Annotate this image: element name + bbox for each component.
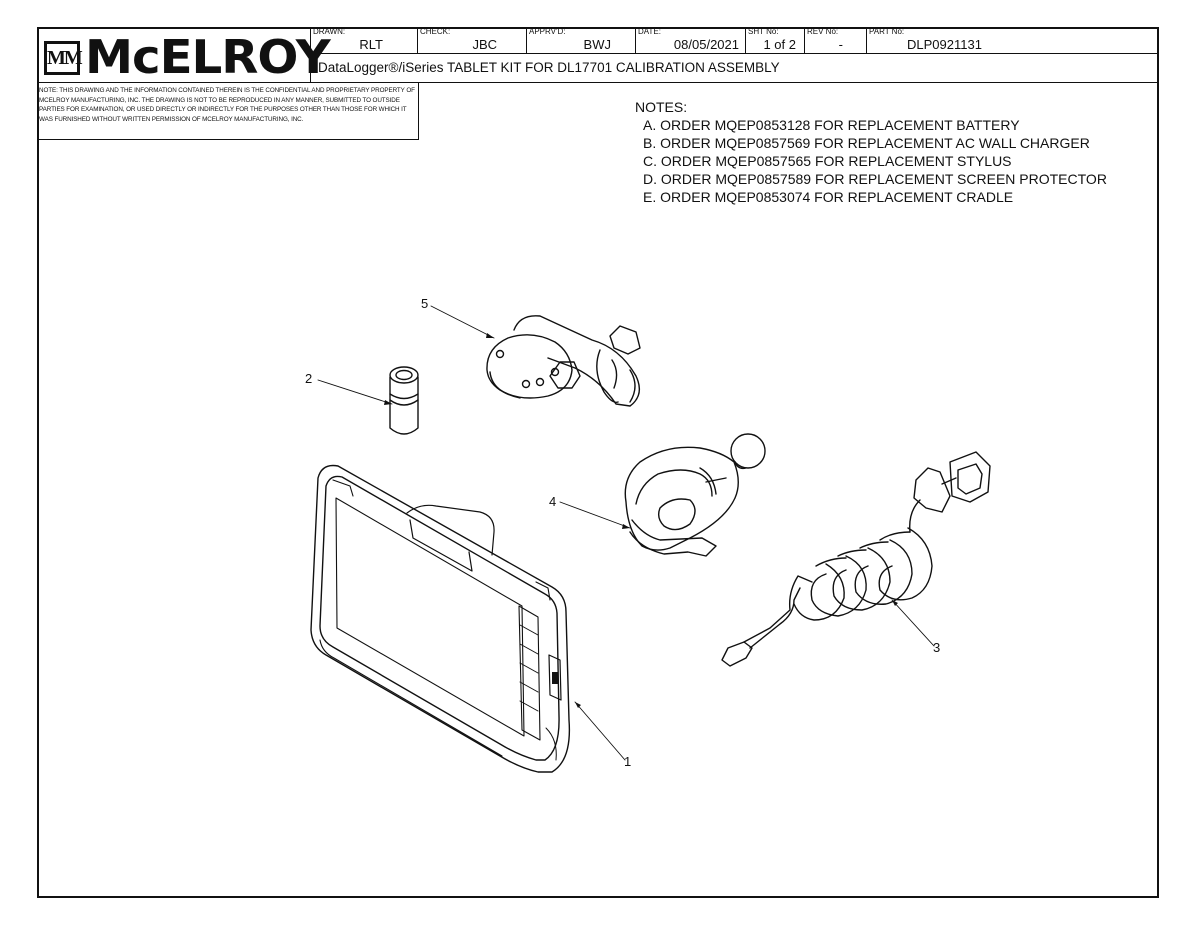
leader-lines xyxy=(317,305,935,761)
revision-field: REV No: - xyxy=(805,27,867,54)
callout-5: 5 xyxy=(421,296,428,311)
notes-list: A. ORDER MQEP0853128 FOR REPLACEMENT BAT… xyxy=(635,116,1107,206)
revision-value: - xyxy=(838,37,843,52)
note-item: B. ORDER MQEP0857569 FOR REPLACEMENT AC … xyxy=(643,135,1090,151)
company-logo: MM McELROY xyxy=(37,27,331,83)
adapter-part xyxy=(389,366,419,435)
check-field: CHECK: JBC xyxy=(418,27,527,54)
drawn-field: DRAWN: RLT xyxy=(311,27,418,54)
approved-value: BWJ xyxy=(583,37,611,52)
approved-label: APPRV'D: xyxy=(529,27,566,36)
sheet-number-label: SHT No: xyxy=(748,27,779,36)
coiled-cable-part xyxy=(721,451,991,667)
callout-4: 4 xyxy=(549,494,556,509)
sheet-number-field: SHT No: 1 of 2 xyxy=(746,27,805,54)
note-item: D. ORDER MQEP0857589 FOR REPLACEMENT SCR… xyxy=(643,171,1107,187)
approved-field: APPRV'D: BWJ xyxy=(527,27,636,54)
callout-3: 3 xyxy=(933,640,940,655)
note-item: E. ORDER MQEP0853074 FOR REPLACEMENT CRA… xyxy=(643,189,1014,205)
logo-mark: MM xyxy=(44,41,83,75)
part-number-label: PART No: xyxy=(869,27,905,36)
sheet-number-value: 1 of 2 xyxy=(763,37,796,52)
date-value: 08/05/2021 xyxy=(673,37,739,52)
check-label: CHECK: xyxy=(420,27,451,36)
ram-mount-base-part xyxy=(486,315,641,407)
title-block-fields: DRAWN: RLT CHECK: JBC APPRV'D: BWJ DATE:… xyxy=(311,27,1159,54)
drawing-title-row: DataLogger®/iSeries TABLET KIT FOR DL177… xyxy=(311,54,1159,83)
drawing-sheet-border xyxy=(37,27,1159,898)
date-label: DATE: xyxy=(638,27,661,36)
leader-arrowheads xyxy=(384,333,898,708)
notes-heading: NOTES: xyxy=(635,99,688,115)
drawn-value: RLT xyxy=(359,37,383,52)
callout-1: 1 xyxy=(624,754,631,769)
note-item: C. ORDER MQEP0857565 FOR REPLACEMENT STY… xyxy=(643,153,1012,169)
check-value: JBC xyxy=(472,37,497,52)
part-number-value: DLP0921131 xyxy=(907,37,982,52)
ram-clamp-part xyxy=(624,433,766,557)
callout-2: 2 xyxy=(305,371,312,386)
tablet-part xyxy=(310,464,571,773)
revision-label: REV No: xyxy=(807,27,839,36)
confidentiality-notice: NOTE: THIS DRAWING AND THE INFORMATION C… xyxy=(37,83,419,140)
drawn-label: DRAWN: xyxy=(313,27,346,36)
logo-text: McELROY xyxy=(85,30,331,84)
note-item: A. ORDER MQEP0853128 FOR REPLACEMENT BAT… xyxy=(643,117,1020,133)
date-field: DATE: 08/05/2021 xyxy=(636,27,746,54)
part-number-field: PART No: DLP0921131 xyxy=(867,27,1159,54)
notes-block: NOTES: A. ORDER MQEP0853128 FOR REPLACEM… xyxy=(635,98,1107,206)
drawing-title: DataLogger®/iSeries TABLET KIT FOR DL177… xyxy=(318,60,780,75)
